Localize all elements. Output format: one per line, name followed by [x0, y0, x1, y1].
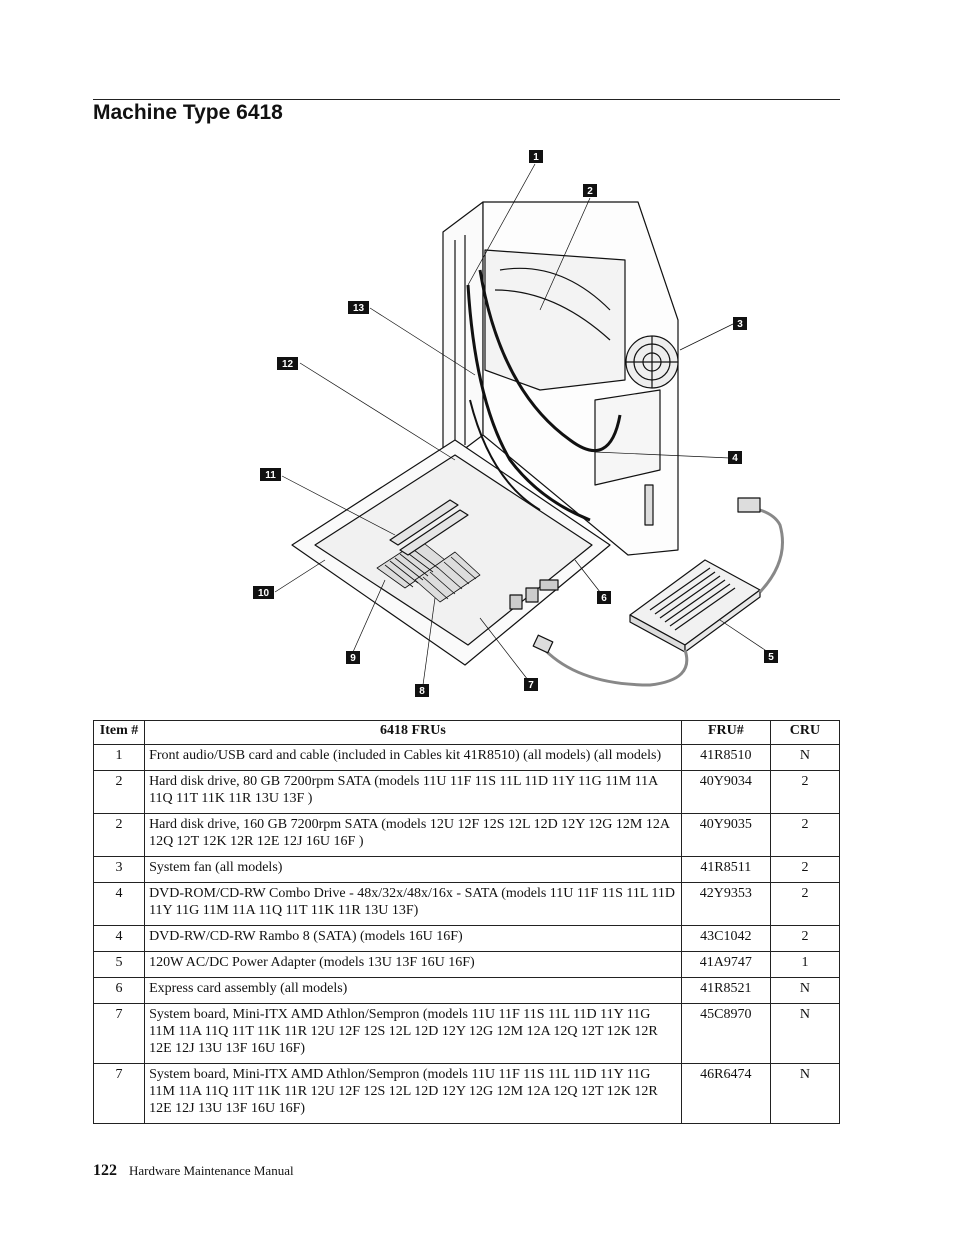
table-row: 3 System fan (all models) 41R8511 2 — [92, 856, 841, 883]
cell-description: DVD-ROM/CD-RW Combo Drive - 48x/32x/48x/… — [144, 882, 682, 926]
callout-9: 9 — [346, 651, 360, 664]
header-fru-number: FRU# — [680, 720, 771, 745]
svg-text:11: 11 — [265, 470, 276, 481]
hard-disk-drive — [484, 249, 626, 391]
callout-4: 4 — [728, 451, 742, 464]
table-header-row: Item # 6418 FRUs FRU# CRU — [92, 720, 841, 745]
callout-12: 12 — [277, 357, 298, 370]
page-title: Machine Type 6418 — [93, 101, 283, 124]
cell-fru-number: 43C1042 — [680, 925, 771, 952]
cell-item: 1 — [92, 744, 146, 771]
callout-5: 5 — [764, 650, 778, 663]
cell-description: Front audio/USB card and cable (included… — [144, 744, 682, 771]
svg-text:1: 1 — [533, 152, 539, 163]
table-row: 4 DVD-RW/CD-RW Rambo 8 (SATA) (models 16… — [92, 925, 841, 952]
cell-description: Express card assembly (all models) — [144, 977, 682, 1004]
cell-item: 7 — [92, 1003, 146, 1064]
cell-item: 2 — [92, 813, 146, 857]
callout-10: 10 — [253, 586, 274, 599]
cell-fru-number: 40Y9034 — [680, 770, 771, 814]
optical-drive — [594, 389, 661, 486]
table-row: 2 Hard disk drive, 160 GB 7200rpm SATA (… — [92, 813, 841, 857]
svg-text:13: 13 — [353, 303, 365, 314]
svg-text:7: 7 — [528, 680, 534, 691]
svg-text:5: 5 — [768, 652, 774, 663]
cell-description: System board, Mini-ITX AMD Athlon/Sempro… — [144, 1063, 682, 1124]
cell-cru: 2 — [769, 882, 841, 926]
cell-cru: 2 — [769, 770, 841, 814]
callout-6: 6 — [597, 591, 611, 604]
table-row: 2 Hard disk drive, 80 GB 7200rpm SATA (m… — [92, 770, 841, 814]
cell-cru: N — [769, 977, 841, 1004]
title-rule — [93, 99, 840, 100]
cell-cru: 2 — [769, 925, 841, 952]
svg-text:3: 3 — [737, 319, 743, 330]
manual-title: Hardware Maintenance Manual — [129, 1163, 294, 1178]
page-number: 122 — [93, 1162, 117, 1179]
svg-text:6: 6 — [601, 593, 607, 604]
cell-fru-number: 41R8521 — [680, 977, 771, 1004]
cell-description: Hard disk drive, 160 GB 7200rpm SATA (mo… — [144, 813, 682, 857]
cell-item: 4 — [92, 882, 146, 926]
cell-fru-number: 41A9747 — [680, 951, 771, 978]
callout-1: 1 — [529, 150, 543, 163]
cell-cru: 2 — [769, 813, 841, 857]
header-item: Item # — [92, 720, 146, 745]
cell-fru-number: 42Y9353 — [680, 882, 771, 926]
cell-item: 7 — [92, 1063, 146, 1124]
header-frus: 6418 FRUs — [144, 720, 682, 745]
callout-13: 13 — [348, 301, 369, 314]
cell-item: 3 — [92, 856, 146, 883]
svg-text:10: 10 — [258, 588, 270, 599]
table-row: 1 Front audio/USB card and cable (includ… — [92, 744, 841, 771]
exploded-view-figure: 1 2 3 4 5 6 7 8 9 10 11 12 13 — [253, 150, 784, 697]
cell-fru-number: 41R8510 — [680, 744, 771, 771]
cell-fru-number: 45C8970 — [680, 1003, 771, 1064]
svg-text:4: 4 — [732, 453, 738, 464]
cell-item: 6 — [92, 977, 146, 1004]
callout-2: 2 — [583, 184, 597, 197]
cell-cru: N — [769, 1003, 841, 1064]
cell-cru: 1 — [769, 951, 841, 978]
cell-description: 120W AC/DC Power Adapter (models 13U 13F… — [144, 951, 682, 978]
callout-11: 11 — [260, 468, 281, 481]
callout-3: 3 — [733, 317, 747, 330]
svg-text:9: 9 — [350, 653, 356, 664]
cell-description: System fan (all models) — [144, 856, 682, 883]
power-adapter — [532, 497, 784, 687]
cell-description: System board, Mini-ITX AMD Athlon/Sempro… — [144, 1003, 682, 1064]
cell-fru-number: 46R6474 — [680, 1063, 771, 1124]
table-row: 5 120W AC/DC Power Adapter (models 13U 1… — [92, 951, 841, 978]
callout-7: 7 — [524, 678, 538, 691]
header-cru: CRU — [769, 720, 841, 745]
cell-item: 5 — [92, 951, 146, 978]
table-row: 4 DVD-ROM/CD-RW Combo Drive - 48x/32x/48… — [92, 882, 841, 926]
svg-text:12: 12 — [282, 359, 294, 370]
table-row: 7 System board, Mini-ITX AMD Athlon/Semp… — [92, 1063, 841, 1124]
cell-cru: 2 — [769, 856, 841, 883]
table-row: 7 System board, Mini-ITX AMD Athlon/Semp… — [92, 1003, 841, 1064]
cell-cru: N — [769, 744, 841, 771]
svg-text:2: 2 — [587, 186, 593, 197]
page-footer: 122 Hardware Maintenance Manual — [93, 1162, 294, 1180]
table-row: 6 Express card assembly (all models) 41R… — [92, 977, 841, 1004]
cell-fru-number: 40Y9035 — [680, 813, 771, 857]
cell-fru-number: 41R8511 — [680, 856, 771, 883]
cell-item: 2 — [92, 770, 146, 814]
fru-table: Item # 6418 FRUs FRU# CRU 1 Front audio/… — [92, 720, 841, 1124]
cell-description: Hard disk drive, 80 GB 7200rpm SATA (mod… — [144, 770, 682, 814]
cell-item: 4 — [92, 925, 146, 952]
callout-8: 8 — [415, 684, 429, 697]
cell-cru: N — [769, 1063, 841, 1124]
cell-description: DVD-RW/CD-RW Rambo 8 (SATA) (models 16U … — [144, 925, 682, 952]
svg-text:8: 8 — [419, 686, 425, 697]
heatsink — [376, 539, 481, 603]
